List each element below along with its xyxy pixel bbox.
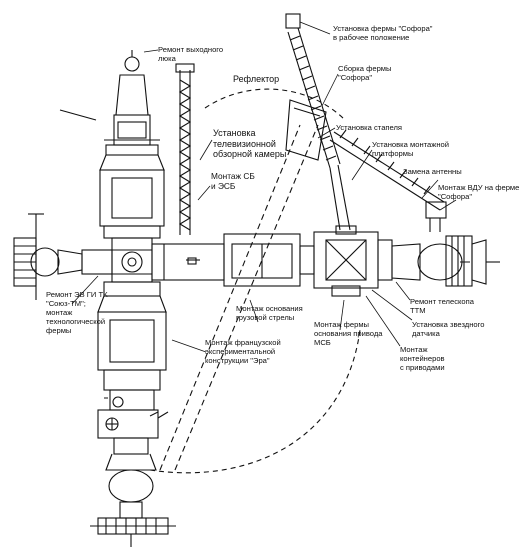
sofora-truss	[285, 13, 351, 231]
left-soyuz	[13, 213, 113, 300]
camera-mast	[175, 63, 195, 235]
label-boom-base: Монтаж основания грузовой стрелы	[236, 304, 303, 322]
label-msb-base: Монтаж фермы основания привода МСБ	[314, 320, 383, 347]
label-star-sensor: Установка звездного датчика	[412, 320, 485, 338]
right-soyuz	[391, 235, 500, 287]
work-zone-arc-upper	[204, 88, 346, 121]
core-hub	[111, 237, 153, 283]
label-vdu-mount: Монтаж ВДУ на ферме "Софора"	[438, 183, 520, 201]
reach-line-1	[159, 124, 301, 471]
lower-module	[90, 281, 176, 547]
label-hatch-repair: Ремонт выходного люка	[158, 45, 224, 63]
horizontal-module-2	[223, 233, 315, 287]
work-zone-arc-lower	[149, 329, 361, 474]
label-era-mount: Монтаж французской экспериментальной кон…	[205, 338, 281, 365]
reflector-dish	[285, 99, 327, 161]
label-tv-camera: Установка телевизионной обзорной камеры	[213, 128, 287, 159]
reach-line-2	[174, 124, 319, 471]
antenna-truss	[329, 129, 447, 232]
label-sofora-install: Установка фермы "Софора" в рабочее полож…	[333, 24, 433, 42]
horizontal-module-1	[151, 243, 225, 281]
label-containers-mount: Монтаж контейнеров с приводами	[400, 345, 445, 372]
label-telescope-repair: Ремонт телескопа ТТМ	[410, 297, 474, 315]
label-soyuz-repair: Ремонт ЭВ ГИ ТК "Союз-ТМ"; монтаж технол…	[46, 290, 108, 335]
leader-lines	[71, 21, 457, 353]
label-stapel-install: Установка стапеля	[336, 123, 403, 132]
small-details	[104, 261, 470, 417]
label-sb-esb-mount: Монтаж СБ и ЭСБ	[211, 171, 255, 191]
label-reflector: Рефлектор	[233, 74, 280, 84]
kristall-module	[313, 225, 393, 297]
label-sofora-assembly: Сборка фермы "Софора"	[338, 64, 392, 82]
label-antenna-replace: Замена антенны	[403, 167, 462, 176]
label-platform-install: Установка монтажной платформы	[372, 140, 449, 158]
upper-module	[59, 50, 165, 239]
